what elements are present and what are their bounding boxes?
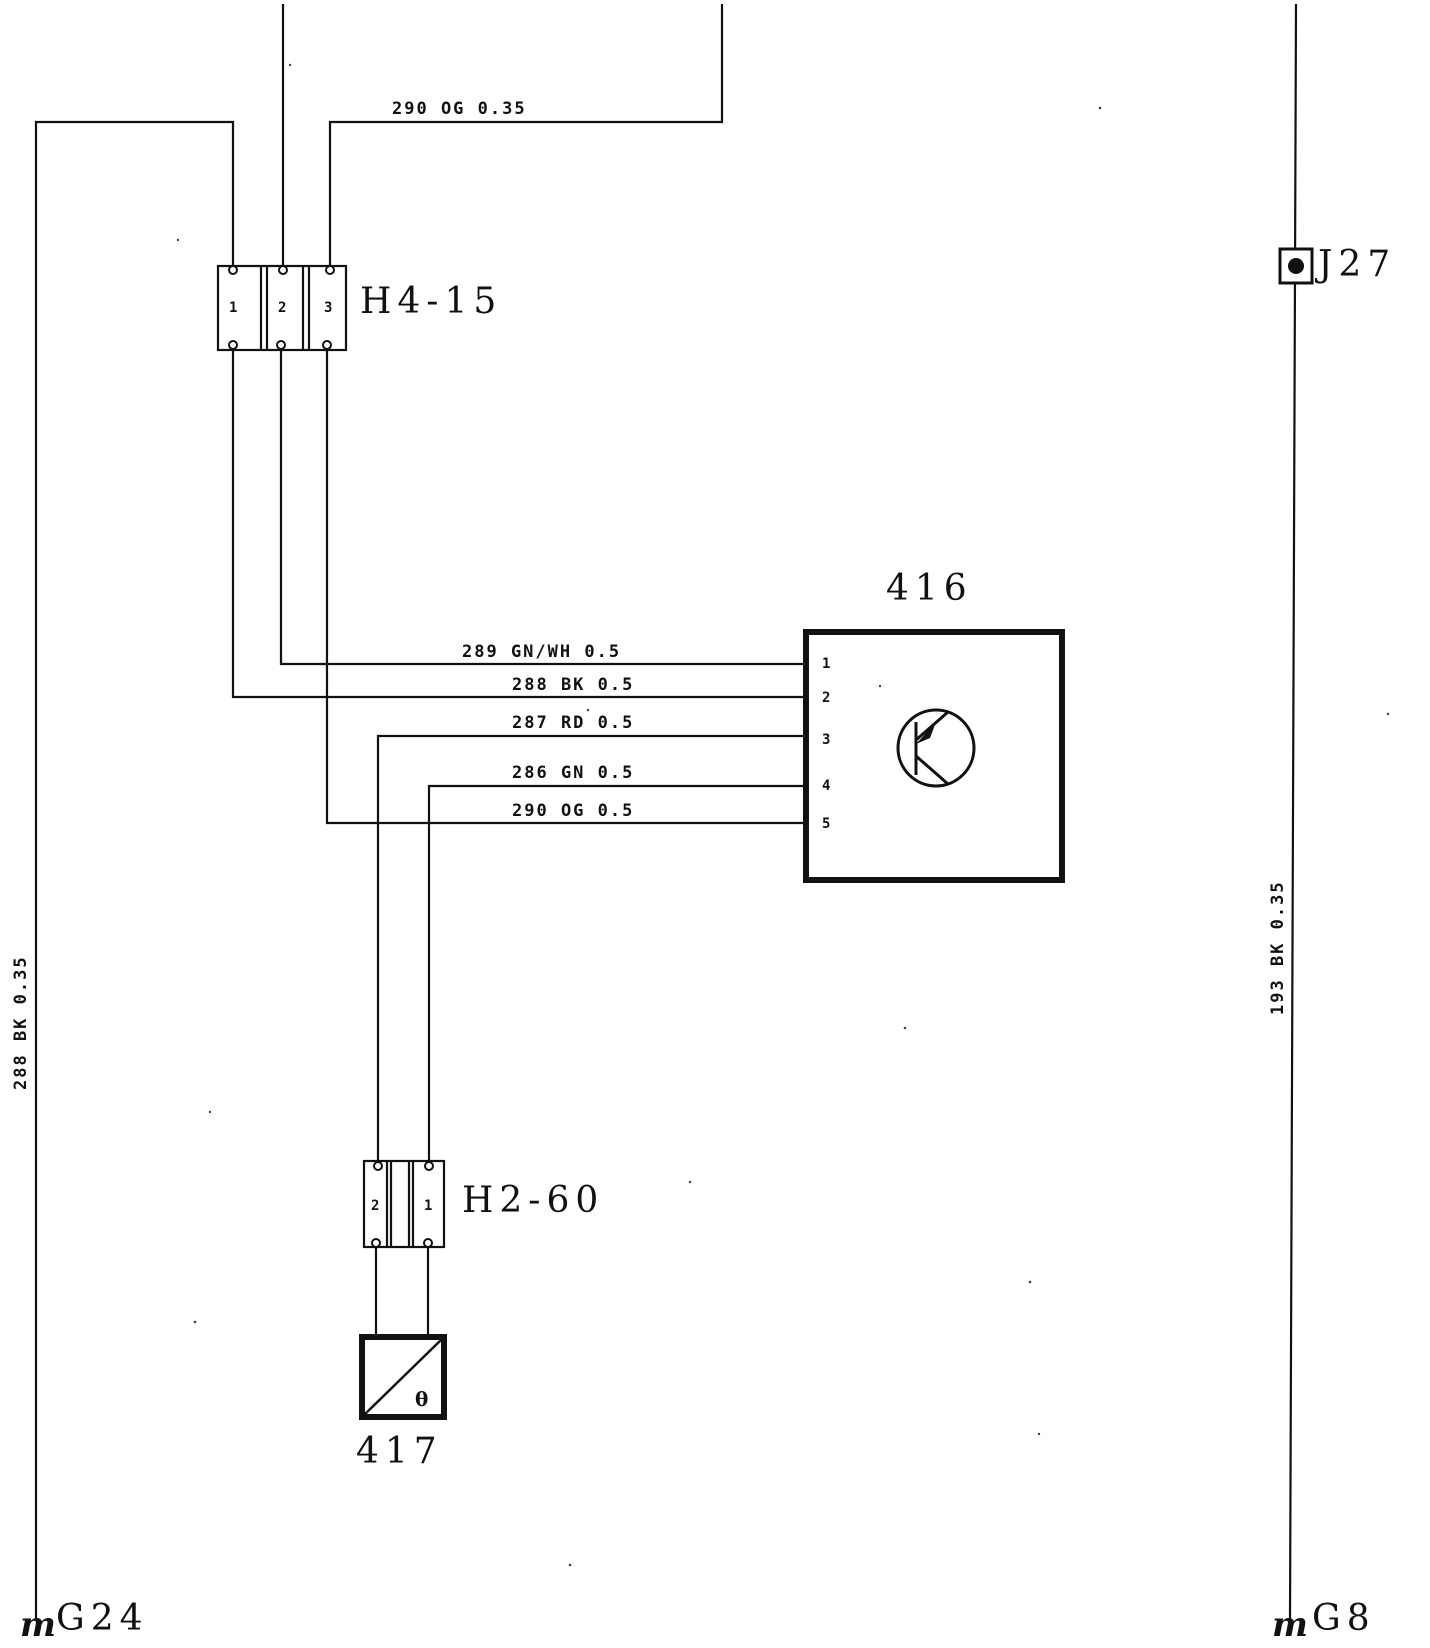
component-416-pin-5: 5 — [822, 816, 830, 832]
wire-288-bk — [231, 348, 806, 699]
wire-289-gnwh — [279, 348, 806, 666]
connector-h2-60-label: H2-60 — [462, 1180, 604, 1221]
wire-label-right-vertical: 193 BK 0.35 — [1268, 880, 1288, 1015]
wire-290-og-top — [328, 4, 724, 278]
ground-g24-label: G24 — [56, 1598, 149, 1639]
h4-pin-1: 1 — [229, 300, 237, 316]
component-417-label: 417 — [356, 1431, 443, 1472]
junction-j27 — [1278, 247, 1314, 285]
component-417: θ — [359, 1334, 447, 1420]
component-416 — [803, 629, 1065, 883]
wire-288-bk-left — [34, 120, 235, 1620]
wire-label-289: 289 GN/WH 0.5 — [462, 642, 621, 662]
wire-290-og — [325, 348, 806, 825]
wire-label-290: 290 OG 0.5 — [512, 801, 634, 821]
scan-noise — [176, 63, 1390, 1567]
component-416-pin-3: 3 — [822, 732, 830, 748]
junction-j27-label: J27 — [1314, 244, 1396, 285]
wire-label-left-vertical: 288 BK 0.35 — [11, 955, 31, 1090]
temperature-symbol: θ — [415, 1387, 428, 1411]
h4-pin-3: 3 — [324, 300, 332, 316]
connector-h2-60: 2 1 — [362, 1159, 446, 1249]
connector-h4-15-label: H4-15 — [360, 281, 502, 322]
component-416-label: 416 — [886, 568, 973, 609]
component-416-pin-1: 1 — [822, 656, 830, 672]
wire-label-287: 287 RD 0.5 — [512, 713, 634, 733]
ground-icon-right: m — [1272, 1605, 1308, 1645]
wire-label-288: 288 BK 0.5 — [512, 675, 634, 695]
wire-286-gn — [427, 784, 806, 1166]
ground-g8-label: G8 — [1312, 1598, 1376, 1639]
h4-pin-2: 2 — [278, 300, 286, 316]
h2-pin-1: 1 — [424, 1198, 432, 1214]
wire-label-286: 286 GN 0.5 — [512, 763, 634, 783]
ground-icon-left: m — [20, 1605, 56, 1645]
component-416-pin-2: 2 — [822, 690, 830, 706]
wire-287-rd — [376, 734, 806, 1166]
transistor-icon — [896, 708, 976, 788]
wire-label-290-og-035: 290 OG 0.35 — [392, 99, 527, 119]
wire-193-bk-right — [1288, 3, 1298, 1621]
connector-h4-15: 1 2 3 — [216, 264, 348, 352]
h2-pin-2: 2 — [371, 1198, 379, 1214]
component-416-pin-4: 4 — [822, 778, 830, 794]
